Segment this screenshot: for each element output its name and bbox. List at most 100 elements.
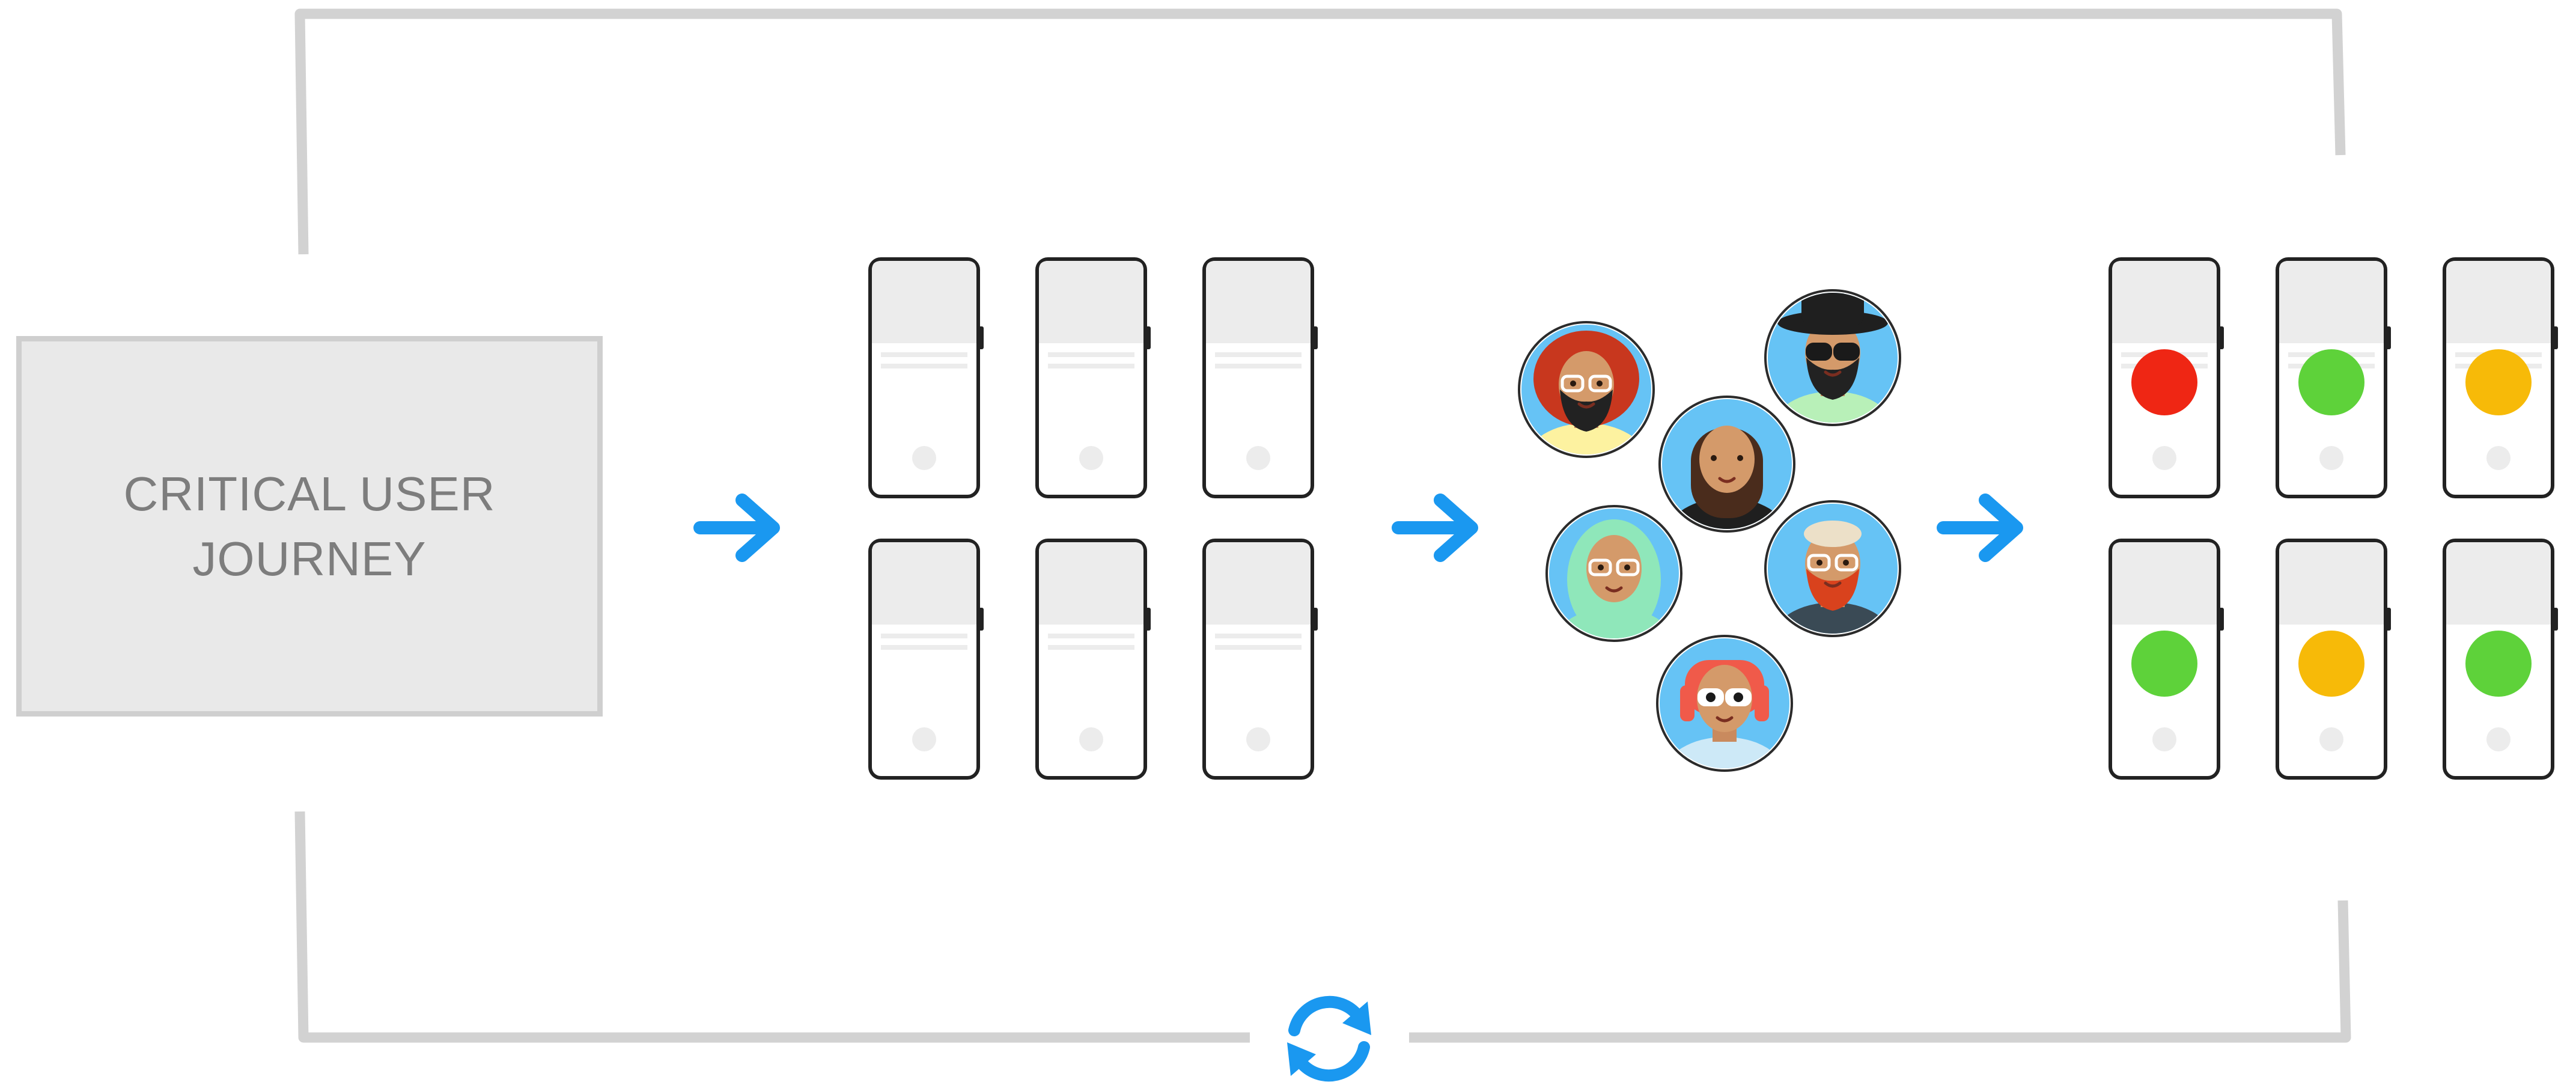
avatar-face bbox=[1699, 426, 1755, 493]
prototype-phone-r1-c1 bbox=[868, 257, 984, 498]
phone-home-button bbox=[1079, 446, 1103, 470]
phone-header-area bbox=[2446, 542, 2551, 625]
hat-sunglasses-avatar bbox=[1764, 289, 1901, 426]
avatar-face bbox=[1586, 535, 1642, 602]
phone-home-button bbox=[2486, 727, 2511, 751]
prototype-screens bbox=[868, 257, 1318, 780]
phone-header-area bbox=[2112, 261, 2217, 343]
avatar-glasses bbox=[1835, 554, 1859, 572]
loop-top-segment bbox=[294, 8, 2346, 255]
flow-arrow-2 bbox=[1392, 494, 1478, 562]
avatar-eye bbox=[1570, 381, 1576, 387]
phone-home-button bbox=[912, 446, 936, 470]
avatar-eye bbox=[1816, 560, 1822, 566]
phone-header-area bbox=[1039, 261, 1143, 343]
status-indicator-amber bbox=[2298, 631, 2364, 697]
avatar-eye bbox=[1711, 455, 1717, 461]
avatar-mouth bbox=[1718, 477, 1736, 483]
critical-user-journey-box: CRITICAL USER JOURNEY bbox=[16, 336, 603, 717]
red-beard-avatar bbox=[1764, 500, 1901, 637]
avatar-sunglasses bbox=[1806, 343, 1832, 361]
phone-header-area bbox=[2112, 542, 2217, 625]
phone-home-button bbox=[1246, 727, 1270, 751]
prototype-phone-r1-c3 bbox=[1202, 257, 1318, 498]
avatar-beard bbox=[1806, 358, 1859, 400]
avatar-beard bbox=[1806, 569, 1859, 611]
phone-content-line bbox=[1215, 352, 1302, 357]
critical-user-journey-label: CRITICAL USER JOURNEY bbox=[123, 462, 495, 591]
phone-content-line bbox=[1215, 645, 1302, 650]
avatar-eye bbox=[1843, 560, 1849, 566]
phone-home-button bbox=[2319, 727, 2343, 751]
phone-header-area bbox=[1206, 261, 1311, 343]
status-indicator-green bbox=[2298, 349, 2364, 415]
avatar-headphone bbox=[1755, 685, 1769, 721]
result-phone-r1-c3 bbox=[2443, 257, 2558, 498]
result-phone-r1-c2 bbox=[2276, 257, 2391, 498]
phone-content-line bbox=[881, 634, 967, 638]
prototype-phone-r2-c3 bbox=[1202, 539, 1318, 780]
avatar-eye bbox=[1598, 564, 1604, 570]
avatar-shoulders bbox=[1773, 391, 1893, 423]
arrow-right-icon bbox=[735, 494, 780, 562]
phone-header-area bbox=[872, 261, 976, 343]
phone-header-area bbox=[2279, 261, 2384, 343]
avatar-shoulders bbox=[1667, 498, 1787, 529]
phone-header-area bbox=[1039, 542, 1143, 625]
phone-header-area bbox=[1206, 542, 1311, 625]
avatar-shoulders bbox=[1664, 737, 1785, 768]
phone-content-line bbox=[881, 364, 967, 368]
research-participants bbox=[1518, 289, 1901, 772]
feedback-loop bbox=[294, 8, 2351, 1043]
prototype-phone-r1-c2 bbox=[1035, 257, 1151, 498]
avatar-mouth bbox=[1824, 581, 1842, 588]
phone-home-button bbox=[2319, 446, 2343, 470]
phone-home-button bbox=[2486, 446, 2511, 470]
avatar-eye bbox=[1737, 455, 1743, 461]
avatar-mouth bbox=[1716, 716, 1734, 723]
avatar-shoulders bbox=[1554, 607, 1674, 638]
avatar-mouth bbox=[1577, 402, 1595, 409]
loop-bottom-segment-right bbox=[1409, 900, 2351, 1043]
arrow-right-icon bbox=[1434, 494, 1478, 562]
phone-home-button bbox=[2152, 446, 2176, 470]
avatar-hat-crown bbox=[1801, 293, 1864, 325]
avatar-eye bbox=[1624, 564, 1630, 570]
result-phone-r2-c2 bbox=[2276, 539, 2391, 780]
phone-content-line bbox=[1048, 645, 1134, 650]
phone-content-line bbox=[1215, 364, 1302, 368]
avatar-glasses bbox=[1588, 374, 1612, 393]
loop-bottom-segment-left bbox=[294, 811, 1250, 1043]
phone-content-line bbox=[881, 645, 967, 650]
avatar-glasses bbox=[1561, 374, 1585, 393]
headphones-avatar bbox=[1656, 635, 1793, 772]
phone-content-line bbox=[1048, 352, 1134, 357]
phone-content-line bbox=[881, 352, 967, 357]
flow-arrow-1 bbox=[693, 494, 780, 562]
result-screens bbox=[2109, 257, 2558, 780]
prototype-phone-r2-c1 bbox=[868, 539, 984, 780]
phone-header-area bbox=[872, 542, 976, 625]
result-phone-r1-c1 bbox=[2109, 257, 2224, 498]
result-phone-r2-c3 bbox=[2443, 539, 2558, 780]
avatar-mouth bbox=[1605, 586, 1623, 593]
avatar-shoulders bbox=[1526, 423, 1646, 454]
flow-arrow-3 bbox=[1937, 494, 2023, 562]
phone-header-area bbox=[2446, 261, 2551, 343]
arrow-right-icon bbox=[1979, 494, 2023, 562]
phone-home-button bbox=[912, 727, 936, 751]
avatar-eye bbox=[1706, 692, 1716, 702]
journey-label-line-2: JOURNEY bbox=[192, 531, 427, 585]
hijab-avatar bbox=[1545, 505, 1682, 642]
avatar-beard bbox=[1560, 390, 1613, 432]
status-indicator-amber bbox=[2465, 349, 2532, 415]
status-indicator-red bbox=[2131, 349, 2197, 415]
avatar-glasses bbox=[1807, 554, 1831, 572]
avatar-shoulders bbox=[1773, 602, 1893, 634]
status-indicator-green bbox=[2465, 631, 2532, 697]
result-phone-r2-c1 bbox=[2109, 539, 2224, 780]
avatar-face bbox=[1697, 665, 1752, 732]
phone-content-line bbox=[1215, 634, 1302, 638]
